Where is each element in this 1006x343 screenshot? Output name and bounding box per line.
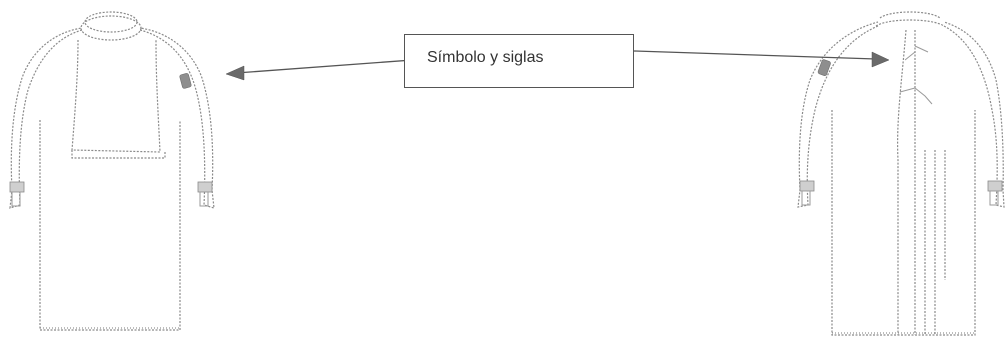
arrow-right-line bbox=[633, 50, 877, 60]
gown-back-body bbox=[831, 110, 976, 336]
gown-back-right-sleeve bbox=[943, 21, 1005, 208]
gown-back-left-cuff bbox=[799, 180, 815, 192]
gown-back-opening bbox=[897, 29, 907, 335]
gown-front-right-sleeve bbox=[139, 27, 215, 209]
gown-back-left-sleeve bbox=[797, 21, 879, 208]
gown-back-ties bbox=[899, 45, 933, 105]
gown-back-right-cuff bbox=[987, 180, 1003, 192]
gown-front-emblem bbox=[179, 73, 192, 89]
annotation-box: Símbolo y siglas bbox=[404, 34, 634, 88]
arrow-right-head bbox=[871, 51, 890, 68]
gown-back-collar bbox=[879, 11, 941, 19]
gown-front-bib bbox=[71, 39, 161, 153]
gown-back-view bbox=[797, 11, 1005, 336]
annotation-label: Símbolo y siglas bbox=[427, 49, 544, 66]
gown-back-emblem bbox=[817, 59, 831, 76]
arrow-left-head bbox=[225, 65, 245, 81]
gown-front-left-sleeve bbox=[9, 27, 83, 209]
gown-front-view bbox=[9, 11, 215, 331]
gown-front-left-cuff bbox=[9, 181, 25, 193]
gown-front-body bbox=[39, 120, 181, 331]
gown-front-collar bbox=[84, 11, 138, 33]
gown-front-right-cuff bbox=[197, 181, 213, 193]
